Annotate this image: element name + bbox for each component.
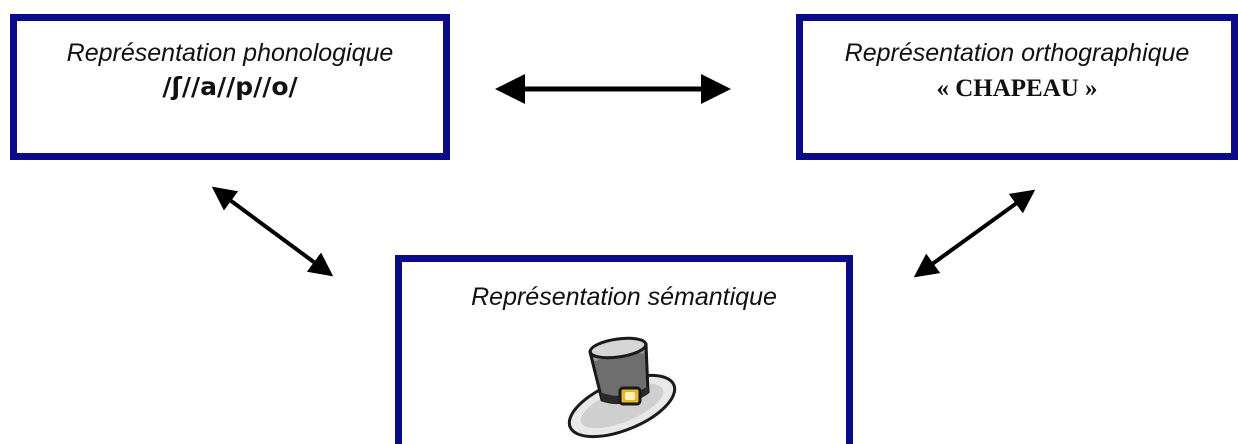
phonological-title: Représentation phonologique: [66, 39, 394, 67]
hat-icon: [567, 336, 677, 439]
phonological-box: Représentation phonologique /ʃ//a//p//o/: [10, 14, 450, 160]
arrow-ortho-sem: [913, 189, 1036, 278]
orthographic-box: Représentation orthographique « CHAPEAU …: [796, 14, 1238, 160]
orthographic-title: Représentation orthographique: [844, 39, 1190, 67]
orthographic-value: « CHAPEAU »: [936, 75, 1098, 102]
semantic-title: Représentation sémantique: [471, 283, 777, 311]
semantic-box: Représentation sémantique: [395, 255, 853, 444]
phonological-value: /ʃ//a//p//o/: [162, 72, 298, 101]
arrow-phon-sem: [211, 186, 334, 277]
